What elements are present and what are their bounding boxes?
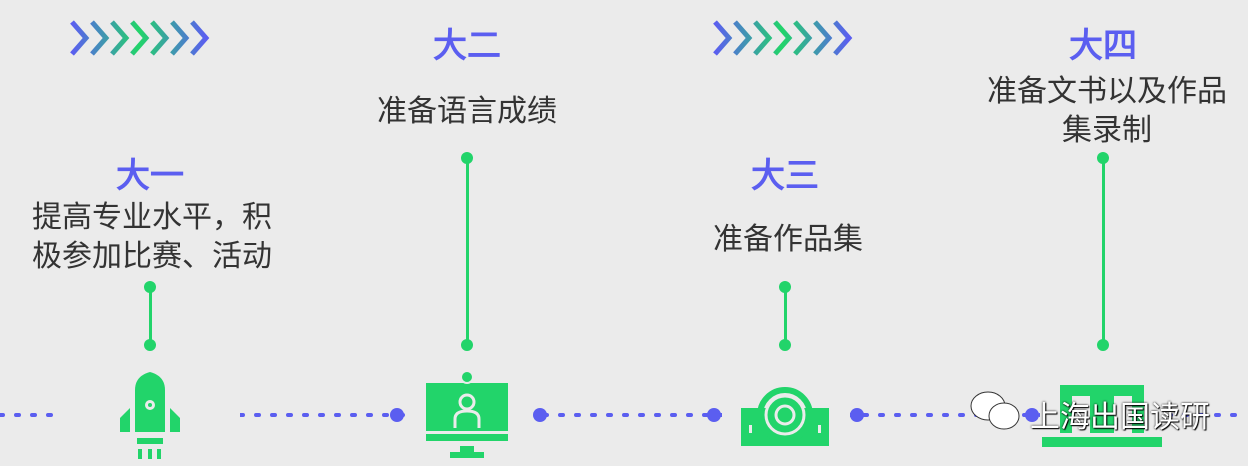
rocket-icon <box>120 372 180 459</box>
stage-1-desc: 提高专业水平，积 极参加比赛、活动 <box>32 198 272 276</box>
stage-1-desc-line: 提高专业水平，积 <box>32 200 272 235</box>
stage-3-title: 大三 <box>751 156 819 196</box>
stage-2-desc-line: 准备语言成绩 <box>377 94 557 129</box>
stage-3-desc-line: 准备作品集 <box>713 222 863 257</box>
stage-4-title: 大四 <box>1069 26 1137 66</box>
watermark: 上海出国读研 <box>1030 400 1210 435</box>
monitor-user-icon <box>426 370 508 458</box>
stem-1-knob <box>144 281 156 293</box>
stage-4-desc: 准备文书以及作品 集录制 <box>987 72 1227 150</box>
camera-icon <box>741 387 829 446</box>
stem-3-knob <box>779 281 791 293</box>
stage-4-desc-line: 准备文书以及作品 <box>987 74 1227 109</box>
stem-4-end <box>1097 339 1109 351</box>
stem-2-end <box>461 339 473 351</box>
stage-3-desc: 准备作品集 <box>713 220 863 259</box>
stem-1 <box>148 287 152 345</box>
stem-2 <box>465 158 469 345</box>
stem-3-end <box>779 339 791 351</box>
chevrons-left-icon <box>70 20 210 56</box>
laptop-icon <box>1042 385 1162 447</box>
stem-4 <box>1101 158 1105 345</box>
stem-1-end <box>144 339 156 351</box>
stem-2-knob <box>461 152 473 164</box>
stage-2-desc: 准备语言成绩 <box>377 92 557 131</box>
stem-3 <box>783 287 787 345</box>
stage-1-title: 大一 <box>116 156 184 196</box>
stage-2-title: 大二 <box>433 26 501 66</box>
chevrons-right-icon <box>713 20 853 56</box>
stem-4-knob <box>1097 152 1109 164</box>
stage-4-desc-line: 集录制 <box>1062 113 1152 148</box>
wechat-icon <box>970 391 1020 430</box>
stage-1-desc-line: 极参加比赛、活动 <box>32 239 272 274</box>
